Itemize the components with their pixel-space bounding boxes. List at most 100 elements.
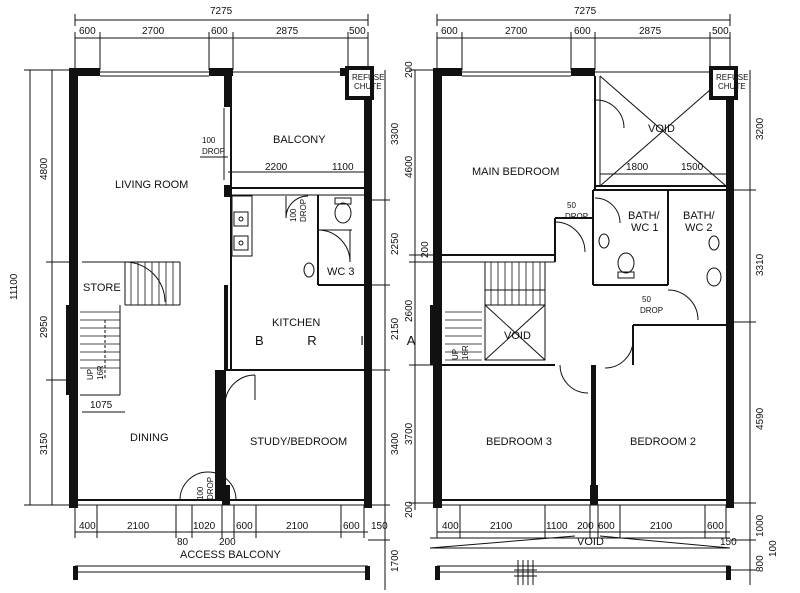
left-refuse-chute: REFUSE CHUTE xyxy=(345,66,384,100)
left-walls xyxy=(69,68,372,508)
kitchen-label: KITCHEN xyxy=(272,317,320,329)
left-top-dim-4: 2875 xyxy=(276,26,299,37)
right-stairs: UP 16R xyxy=(430,262,546,365)
left-stairs: UP 16R 1075 xyxy=(66,261,181,413)
void-dim-1: 1800 xyxy=(626,162,649,173)
void-top-label: VOID xyxy=(648,123,675,135)
right-left-dim-3: 2600 xyxy=(404,299,415,322)
wc3-label: WC 3 xyxy=(327,266,355,278)
left-right-dim-2: 2250 xyxy=(390,232,401,255)
left-bottom-dim-9: 150 xyxy=(371,521,388,532)
left-bottom-dim-4: 1020 xyxy=(193,521,216,532)
left-wc-fixtures xyxy=(179,195,352,501)
bath1-line1: BATH/ xyxy=(628,210,661,222)
right-room-labels: MAIN BEDROOM BATH/ WC 1 BATH/ WC 2 VOID … xyxy=(472,123,716,448)
void-bottom-label: VOID xyxy=(577,536,604,548)
left-bottom-dim-3: 80 xyxy=(177,537,189,548)
right-bottom-dim-8: 150 xyxy=(720,537,737,548)
right-right-dim-3: 4590 xyxy=(755,407,766,430)
left-balcony-dims: 2200 1100 xyxy=(265,162,354,173)
right-side-dimensions: 200 4600 200 2600 3700 200 xyxy=(404,61,437,518)
entry-drop-value: 100 xyxy=(196,486,205,500)
balcony-label: BALCONY xyxy=(273,134,326,146)
left-drops: 100 DROP 100 DROP 100 DROP xyxy=(196,136,308,500)
entry-drop-label: DROP xyxy=(206,477,215,500)
right-left-dim-1: 4600 xyxy=(404,155,415,178)
mb-drop-value: 50 xyxy=(567,201,576,210)
void-stair-label: VOID xyxy=(504,330,531,342)
bedroom3-label: BEDROOM 3 xyxy=(486,436,552,448)
wc-drop-label: DROP xyxy=(299,199,308,222)
watermark: B R I A xyxy=(255,333,415,348)
right-top-total: 7275 xyxy=(574,6,597,17)
right-bottom-dim-6: 2100 xyxy=(650,521,673,532)
access-balcony-label: ACCESS BALCONY xyxy=(180,549,282,561)
left-stair-up: UP xyxy=(86,369,95,380)
bath2-line1: BATH/ xyxy=(683,210,716,222)
left-top-dim-1: 600 xyxy=(79,26,96,37)
right-refuse-chute: REFUSE CHUTE xyxy=(709,66,748,100)
right-right-dim-1: 3200 xyxy=(755,117,766,140)
left-bottom-dim-2: 2100 xyxy=(127,521,150,532)
right-left-dim-5: 200 xyxy=(404,501,415,518)
right-right-dim-5: 800 xyxy=(755,555,766,572)
left-top-total: 7275 xyxy=(210,6,233,17)
right-right-dim-4: 1000 xyxy=(755,514,766,537)
balcony-dim-2: 1100 xyxy=(332,162,354,173)
left-refuse-label: REFUSE xyxy=(352,73,384,82)
left-right-dimensions: 3300 2250 2150 3400 1700 xyxy=(368,70,401,590)
left-stair-count: 16R xyxy=(96,365,105,380)
right-right-dimensions: 3200 3310 4590 1000 800 100 xyxy=(730,70,779,585)
wc-drop-label-right: DROP xyxy=(640,306,663,315)
left-top-dim-2: 2700 xyxy=(142,26,165,37)
living-room-label: LIVING ROOM xyxy=(115,179,188,191)
right-top-dim-1: 600 xyxy=(441,26,458,37)
left-kitchen-sink xyxy=(231,195,253,257)
right-bottom-dim-5: 600 xyxy=(598,521,615,532)
right-plan: 7275 600 2700 600 2875 500 200 4600 200 xyxy=(404,6,779,585)
left-chute-label: CHUTE xyxy=(354,82,382,91)
wc-drop-value-right: 50 xyxy=(642,295,651,304)
left-store-dim: 1075 xyxy=(90,400,113,411)
right-top-dim-4: 2875 xyxy=(639,26,662,37)
right-chute-label: CHUTE xyxy=(718,82,746,91)
right-bottom-dim-3: 1100 xyxy=(546,521,568,532)
left-bottom-dim-8: 600 xyxy=(343,521,360,532)
store-label: STORE xyxy=(83,282,121,294)
right-bottom-dim-1: 400 xyxy=(442,521,459,532)
dining-label: DINING xyxy=(130,432,169,444)
right-drops: 50 DROP 50 DROP xyxy=(565,201,663,315)
left-total-height: 11100 xyxy=(9,273,20,300)
left-dim-1: 4800 xyxy=(39,157,50,180)
access-balcony: ACCESS BALCONY xyxy=(73,549,370,580)
left-top-dim-5: 500 xyxy=(349,26,366,37)
void-dim-2: 1500 xyxy=(681,162,704,173)
right-bottom-dim-2: 2100 xyxy=(490,521,513,532)
left-dim-2: 2950 xyxy=(39,315,50,338)
right-left-dim-4: 3700 xyxy=(404,422,415,445)
right-refuse-label: REFUSE xyxy=(716,73,748,82)
left-bottom-dimensions: 400 2100 80 1020 200 600 2100 600 150 xyxy=(74,505,388,548)
left-bottom-dim-7: 2100 xyxy=(286,521,309,532)
left-room-labels: LIVING ROOM BALCONY KITCHEN WC 3 STORE D… xyxy=(83,134,355,448)
right-top-dimensions: 7275 600 2700 600 2875 500 xyxy=(436,6,731,70)
right-bottom-dim-4: 200 xyxy=(577,521,594,532)
left-plan: 7275 600 2700 600 2875 500 11100 4800 29… xyxy=(9,6,401,590)
balcony-dim-1: 2200 xyxy=(265,162,288,173)
bath2-line2: WC 2 xyxy=(685,222,713,234)
right-stair-up: UP xyxy=(451,349,460,360)
study-label: STUDY/BEDROOM xyxy=(250,436,347,448)
left-side-dimensions: 11100 4800 2950 3150 xyxy=(9,69,75,506)
balcony-drop-value: 100 xyxy=(202,136,216,145)
balcony-drop-label: DROP xyxy=(202,147,225,156)
right-fixtures xyxy=(554,99,722,394)
right-bottom-dimensions: 400 2100 1100 200 600 2100 600 150 xyxy=(436,505,737,548)
bedroom2-label: BEDROOM 2 xyxy=(630,436,696,448)
right-stair-count: 16R xyxy=(461,345,470,360)
bath1-line2: WC 1 xyxy=(631,222,659,234)
right-walls xyxy=(433,68,734,508)
wc-drop-value: 100 xyxy=(289,208,298,222)
left-bottom-dim-5: 200 xyxy=(219,537,236,548)
left-bottom-dim-6: 600 xyxy=(236,521,253,532)
